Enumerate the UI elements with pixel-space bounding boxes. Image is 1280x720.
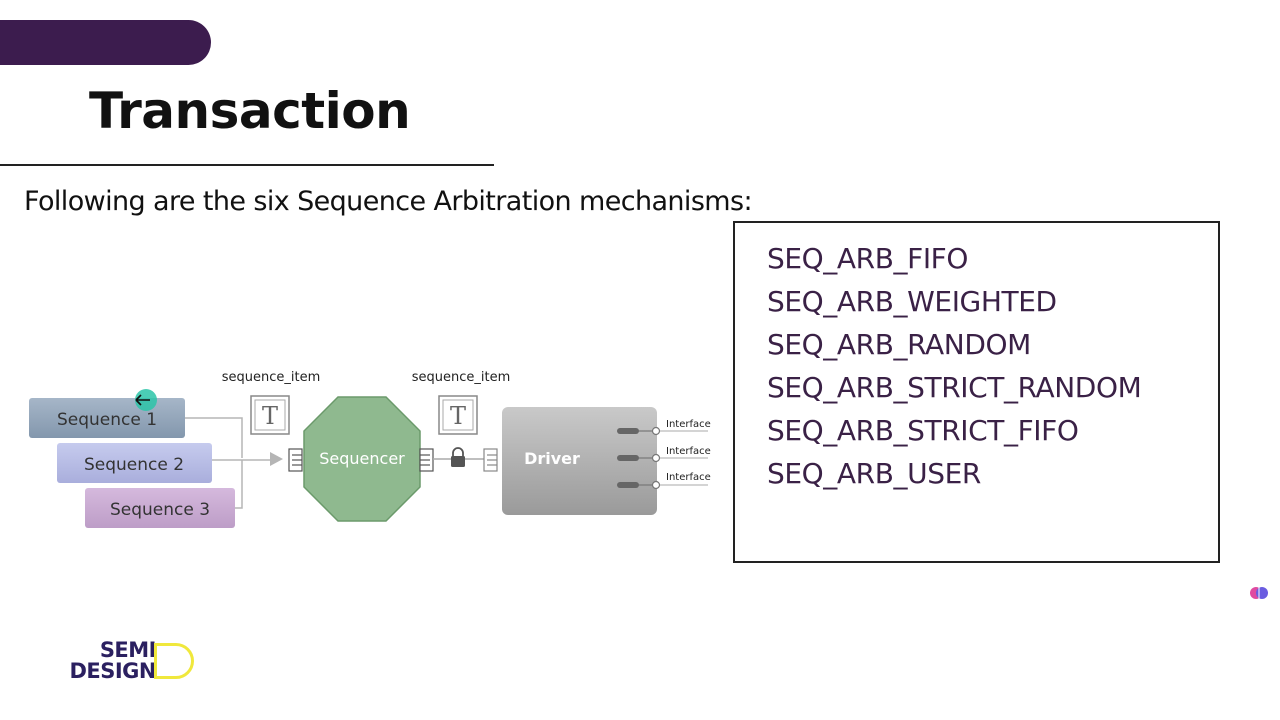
- header-accent-bar: [0, 20, 211, 65]
- mechanism-item: SEQ_ARB_FIFO: [767, 242, 969, 275]
- interface-label-1: Interface: [666, 419, 711, 430]
- title-underline: [0, 164, 494, 166]
- driver-label: Driver: [524, 449, 580, 468]
- svg-text:T: T: [450, 402, 466, 430]
- sequencer-label: Sequencer: [319, 449, 405, 468]
- sequence-item-label-right: sequence_item: [412, 370, 511, 385]
- sequencer-diagram: Sequence 1 Sequence 2 Sequence 3 sequenc…: [29, 370, 711, 528]
- svg-text:T: T: [262, 402, 278, 430]
- mechanism-item: SEQ_ARB_RANDOM: [767, 328, 1031, 361]
- sequence-1-label: Sequence 1: [57, 410, 157, 430]
- driver-input-port: [483, 448, 498, 472]
- sequence-2-box[interactable]: [57, 443, 212, 483]
- driver-block[interactable]: [502, 407, 657, 515]
- mechanism-item: SEQ_ARB_STRICT_FIFO: [767, 414, 1079, 447]
- sequencer-block[interactable]: [303, 396, 421, 522]
- mechanism-item: SEQ_ARB_STRICT_RANDOM: [767, 371, 1142, 404]
- cursor-highlight-icon: [135, 389, 157, 411]
- mechanism-item: SEQ_ARB_WEIGHTED: [767, 285, 1057, 318]
- sequencer-output-port: [419, 448, 434, 472]
- transaction-icon-left: T: [250, 395, 290, 435]
- arrow-into-sequencer: [270, 452, 283, 466]
- sequence-item-label-left: sequence_item: [222, 370, 321, 385]
- sequence-2-label: Sequence 2: [84, 455, 184, 475]
- sequence-3-label: Sequence 3: [110, 500, 210, 520]
- logo-d-shape: [154, 643, 194, 679]
- slide-title: Transaction: [89, 82, 411, 140]
- interface-label-2: Interface: [666, 446, 711, 457]
- transaction-icon-right: T: [438, 395, 478, 435]
- interface-label-3: Interface: [666, 472, 711, 483]
- arbitration-mechanisms-box: SEQ_ARB_FIFO SEQ_ARB_WEIGHTED SEQ_ARB_RA…: [733, 221, 1220, 563]
- sequencer-export-port: [288, 448, 303, 472]
- semi-design-logo: SEMI DESIGN: [50, 640, 200, 686]
- slide-subtitle: Following are the six Sequence Arbitrati…: [24, 186, 753, 217]
- mechanism-item: SEQ_ARB_USER: [767, 457, 981, 490]
- mechanism-list: SEQ_ARB_FIFO SEQ_ARB_WEIGHTED SEQ_ARB_RA…: [735, 223, 1218, 495]
- brain-icon[interactable]: [1250, 584, 1268, 602]
- driver-interface-pins: [617, 426, 708, 490]
- sequence-3-box[interactable]: [85, 488, 235, 528]
- logo-wordmark: SEMI DESIGN: [69, 638, 156, 683]
- lock-icon: [451, 447, 465, 467]
- sequence-connectors: [185, 417, 272, 509]
